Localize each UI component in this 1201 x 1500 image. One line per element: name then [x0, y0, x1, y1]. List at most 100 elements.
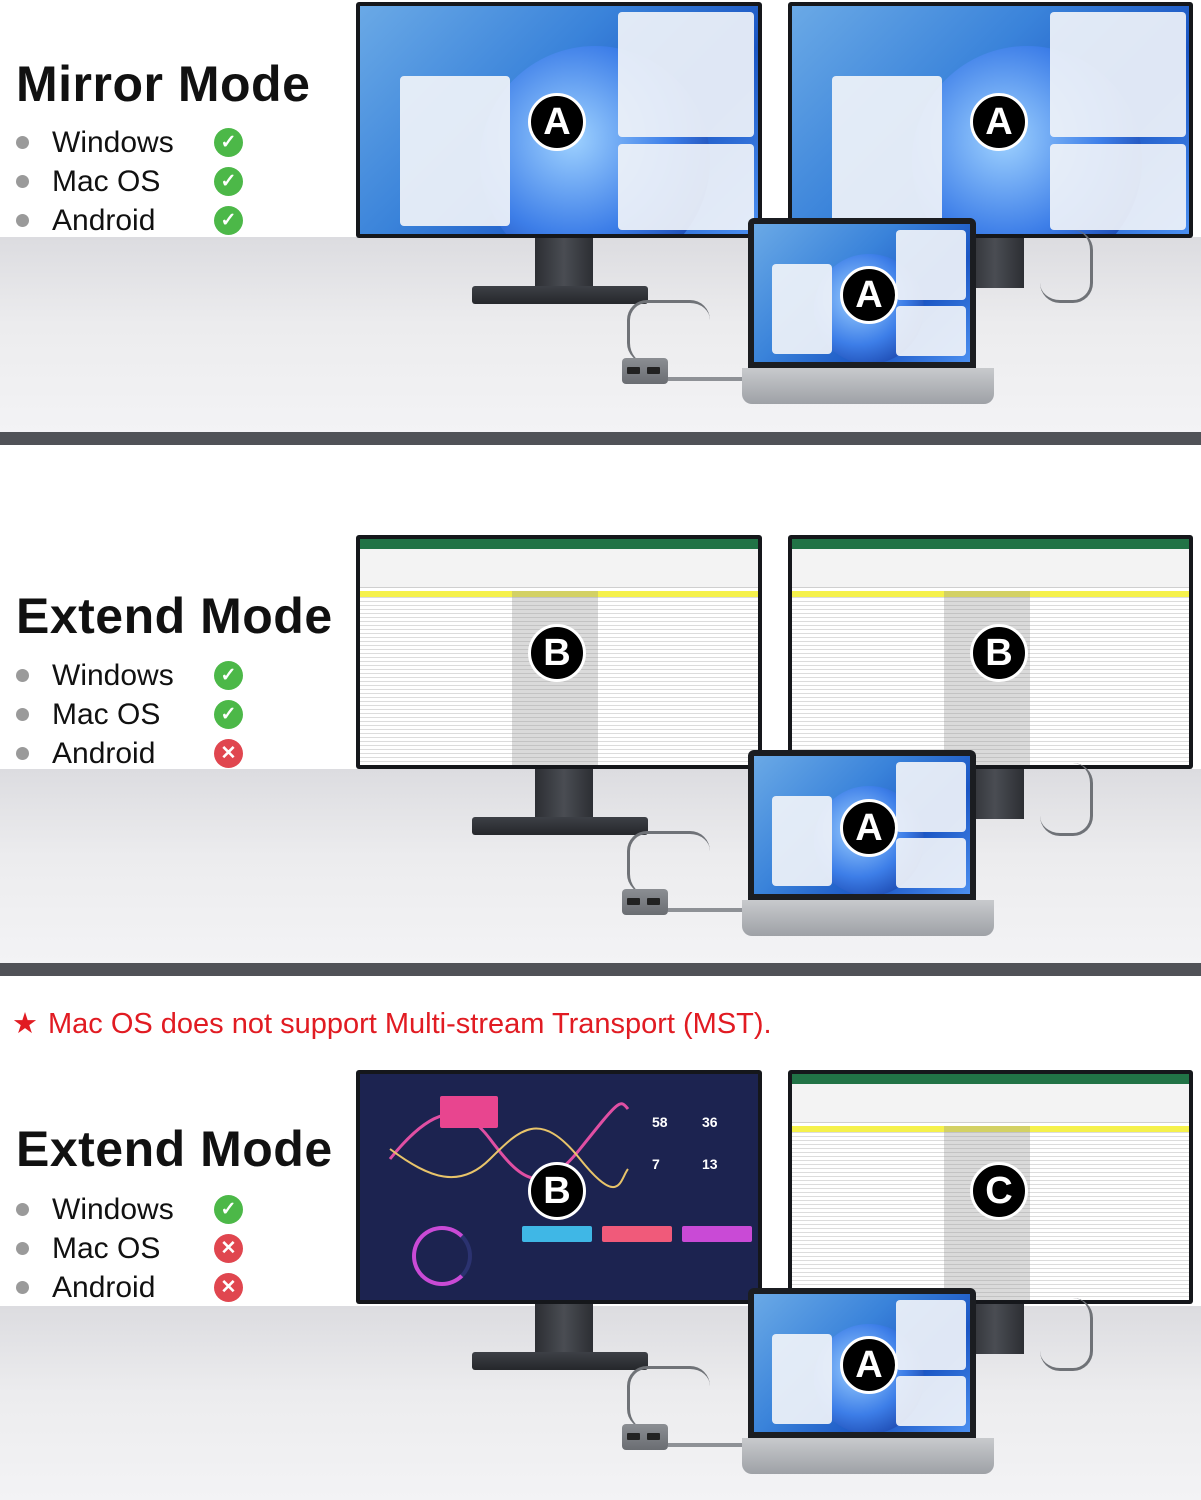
monitor-stand-base: [472, 817, 648, 835]
check-circle-icon: ✓: [214, 128, 243, 157]
hdmi-cable: [627, 1366, 710, 1429]
os-item-android: Android ✕: [16, 734, 243, 773]
screen-label-badge: C: [970, 1162, 1028, 1220]
hdmi-cable: [1040, 763, 1093, 836]
bullet-icon: [16, 214, 29, 227]
os-item-windows: Windows ✓: [16, 123, 243, 162]
dashboard-stat: 7: [652, 1156, 660, 1172]
os-name: Windows: [52, 125, 174, 159]
bullet-icon: [16, 747, 29, 760]
os-support-list: Windows ✓ Mac OS ✓ Android ✕: [16, 656, 243, 773]
monitor-stand: [535, 1302, 593, 1354]
os-item-windows: Windows ✓: [16, 656, 243, 695]
monitor-stand-base: [472, 286, 648, 304]
laptop-keyboard-base: [742, 900, 994, 936]
usb-c-hub: [622, 358, 668, 384]
windows-desktop-screen: [360, 6, 758, 234]
right-monitor: [788, 2, 1193, 238]
hdmi-cable: [1040, 230, 1093, 303]
dashboard-stat: 13: [702, 1156, 718, 1172]
laptop-keyboard-base: [742, 1438, 994, 1474]
section-divider: [0, 432, 1201, 445]
section-title: Extend Mode: [16, 588, 333, 644]
x-circle-icon: ✕: [214, 1234, 243, 1263]
hdmi-cable: [627, 300, 710, 363]
weather-panel: [618, 144, 754, 230]
dashboard-stat: 58: [652, 1114, 668, 1130]
usb-c-cable: [668, 908, 756, 912]
right-monitor: [788, 1070, 1193, 1304]
os-item-windows: Windows ✓: [16, 1190, 243, 1229]
screen-label-badge: A: [840, 799, 898, 857]
mst-note-text: Mac OS does not support Multi-stream Tra…: [48, 1008, 772, 1040]
bullet-icon: [16, 175, 29, 188]
check-circle-icon: ✓: [214, 167, 243, 196]
weather-panel: [896, 306, 966, 356]
usb-c-cable: [668, 1443, 756, 1447]
check-circle-icon: ✓: [214, 1195, 243, 1224]
calendar-panel: [896, 762, 966, 832]
check-circle-icon: ✓: [214, 661, 243, 690]
screen-label-badge: A: [840, 1336, 898, 1394]
usb-c-cable: [668, 377, 756, 381]
os-item-mac: Mac OS ✓: [16, 695, 243, 734]
mst-note: ★ Mac OS does not support Multi-stream Tr…: [12, 1006, 772, 1041]
os-name: Windows: [52, 1192, 174, 1226]
star-icon: ★: [12, 1008, 38, 1040]
monitor-stand: [535, 767, 593, 819]
screen-label-badge: B: [528, 1162, 586, 1220]
progress-ring: [412, 1226, 472, 1286]
os-name: Mac OS: [52, 1231, 161, 1265]
bullet-icon: [16, 708, 29, 721]
x-circle-icon: ✕: [214, 1273, 243, 1302]
os-name: Android: [52, 203, 156, 237]
laptop-keyboard-base: [742, 368, 994, 404]
usb-c-hub: [622, 889, 668, 915]
calendar-panel: [896, 1300, 966, 1370]
line-chart-graphic: [388, 1102, 630, 1188]
section-title: Extend Mode: [16, 1121, 333, 1177]
screen-label-badge: A: [840, 266, 898, 324]
screen-label-badge: A: [528, 93, 586, 151]
check-circle-icon: ✓: [214, 206, 243, 235]
widgets-panel: [832, 76, 942, 226]
section-title: Mirror Mode: [16, 56, 311, 112]
hdmi-cable: [627, 831, 710, 894]
section-divider: [0, 963, 1201, 976]
bullet-icon: [16, 136, 29, 149]
calendar-panel: [618, 12, 754, 137]
os-item-mac: Mac OS ✓: [16, 162, 243, 201]
os-name: Android: [52, 736, 156, 770]
os-name: Android: [52, 1270, 156, 1304]
screen-label-badge: A: [970, 93, 1028, 151]
extend-mode-section-1: Extend Mode Windows✓ Mac OS✓ Android✕ B …: [0, 445, 1201, 963]
calendar-panel: [1050, 12, 1186, 137]
os-item-mac: Mac OS ✕: [16, 1229, 243, 1268]
calendar-panel: [896, 230, 966, 300]
bullet-icon: [16, 669, 29, 682]
extend-mode-section-2: Extend Mode Windows ✓ Mac OS ✕ Android ✕ 58…: [0, 1066, 1201, 1500]
weather-panel: [1050, 144, 1186, 230]
widgets-panel: [772, 796, 832, 886]
screen-label-badge: B: [528, 624, 586, 682]
widgets-panel: [772, 264, 832, 354]
hdmi-cable: [1040, 1298, 1093, 1371]
widgets-panel: [400, 76, 510, 226]
weather-panel: [896, 838, 966, 888]
dashboard-stat: 36: [702, 1114, 718, 1130]
os-item-android: Android ✓: [16, 201, 243, 240]
os-name: Mac OS: [52, 697, 161, 731]
x-circle-icon: ✕: [214, 739, 243, 768]
widgets-panel: [772, 1334, 832, 1424]
check-circle-icon: ✓: [214, 700, 243, 729]
os-support-list: Windows ✓ Mac OS ✓ Android ✓: [16, 123, 243, 240]
os-name: Windows: [52, 658, 174, 692]
bullet-icon: [16, 1281, 29, 1294]
screen-label-badge: B: [970, 624, 1028, 682]
usb-c-hub: [622, 1424, 668, 1450]
bullet-icon: [16, 1203, 29, 1216]
mirror-mode-section: Mirror Mode Windows✓ Mac OS✓ Android✓ A …: [0, 0, 1201, 432]
spreadsheet-screen: [792, 1074, 1189, 1300]
os-name: Mac OS: [52, 164, 161, 198]
weather-panel: [896, 1376, 966, 1426]
